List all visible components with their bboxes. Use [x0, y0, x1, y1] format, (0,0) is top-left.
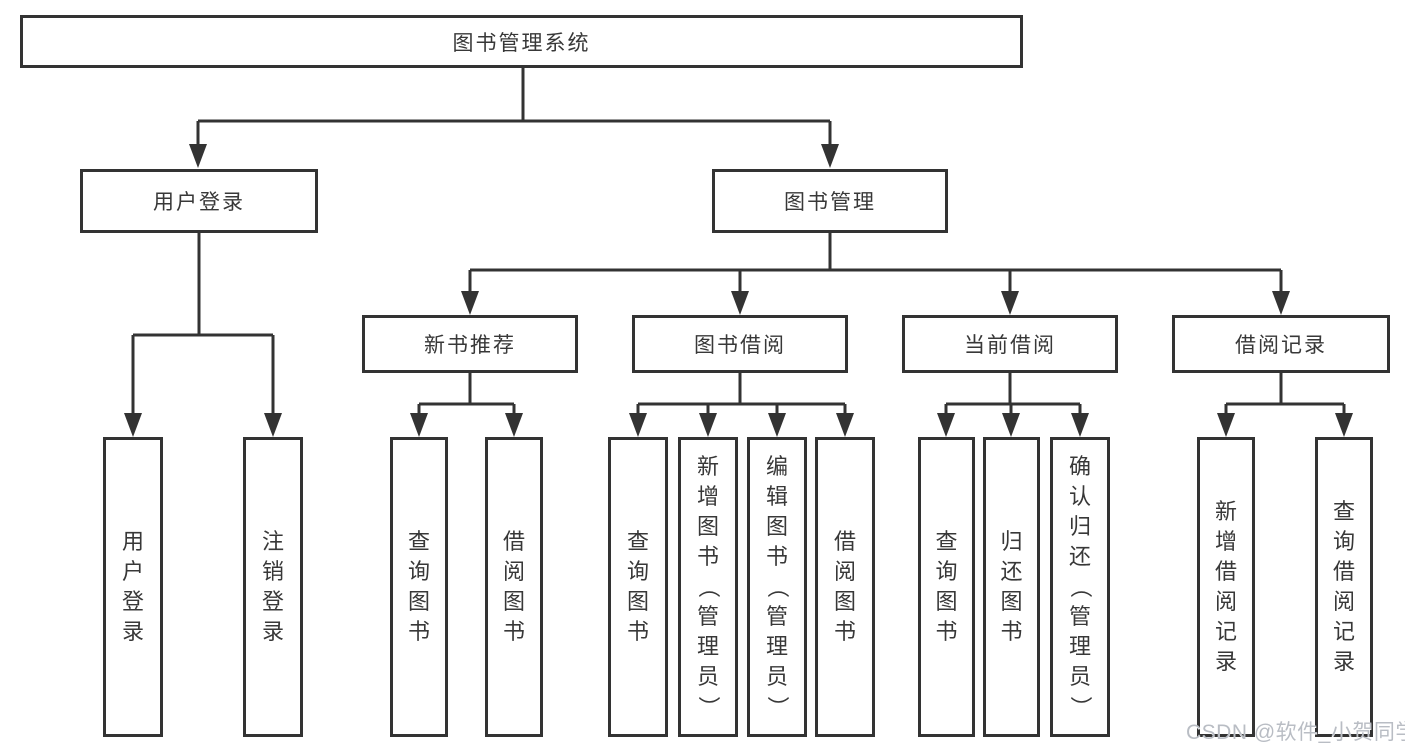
- csdn-watermark: CSDN @软件_小贺同学: [1186, 721, 1405, 744]
- node-current-borrowing: 当前借阅: [902, 315, 1118, 373]
- leaf-add-books-admin: 新增图书（管理员）: [678, 437, 738, 737]
- leaf-add-borrow-record: 新增借阅记录: [1197, 437, 1255, 737]
- leaf-query-books-current: 查询图书: [918, 437, 975, 737]
- leaf-borrow-books-recommend: 借阅图书: [485, 437, 543, 737]
- leaf-edit-books-admin: 编辑图书（管理员）: [747, 437, 807, 737]
- leaf-return-books: 归还图书: [983, 437, 1040, 737]
- node-book-borrowing: 图书借阅: [632, 315, 848, 373]
- connector-lines: [131, 68, 1346, 417]
- node-borrowing-records: 借阅记录: [1172, 315, 1390, 373]
- node-new-book-recommendation: 新书推荐: [362, 315, 578, 373]
- leaf-user-login: 用户登录: [103, 437, 163, 737]
- leaf-logout: 注销登录: [243, 437, 303, 737]
- leaf-borrow-books: 借阅图书: [815, 437, 875, 737]
- leaf-confirm-return-admin: 确认归还（管理员）: [1050, 437, 1110, 737]
- leaf-query-books-borrowing: 查询图书: [608, 437, 668, 737]
- node-user-login: 用户登录: [80, 169, 318, 233]
- leaf-query-borrow-record: 查询借阅记录: [1315, 437, 1373, 737]
- leaf-query-books-recommend: 查询图书: [390, 437, 448, 737]
- node-library-system: 图书管理系统: [20, 15, 1023, 68]
- node-book-management: 图书管理: [712, 169, 948, 233]
